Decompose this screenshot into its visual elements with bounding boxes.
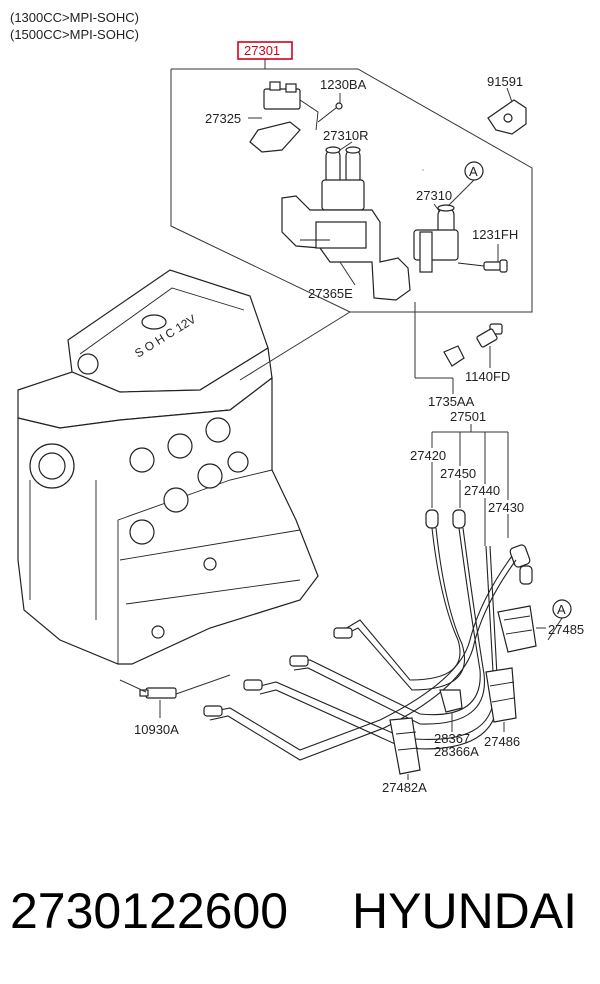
callout-27485[interactable]: 27485 bbox=[548, 622, 584, 637]
clip-27486 bbox=[485, 667, 517, 732]
callout-27486[interactable]: 27486 bbox=[484, 734, 520, 749]
bolt-1231FH bbox=[457, 244, 508, 273]
footer-part-number: 2730122600 bbox=[10, 883, 288, 939]
coil-connector-part bbox=[249, 81, 319, 153]
callout-1735AA[interactable]: 1735AA bbox=[428, 394, 475, 409]
svg-text:A: A bbox=[557, 602, 566, 617]
callout-27440[interactable]: 27440 bbox=[464, 483, 500, 498]
bracket-91591 bbox=[487, 87, 527, 135]
wire-set-27501-tree bbox=[431, 424, 509, 546]
svg-text:27301: 27301 bbox=[244, 43, 280, 58]
callout-27310R[interactable]: 27310R bbox=[323, 128, 369, 143]
callout-27420[interactable]: 27420 bbox=[410, 448, 446, 463]
callout-1231FH[interactable]: 1231FH bbox=[472, 227, 518, 242]
engine-block: S O H C 12V bbox=[17, 269, 319, 665]
callout-91591[interactable]: 91591 bbox=[487, 74, 523, 89]
footer-brand: HYUNDAI bbox=[352, 883, 577, 939]
callout-28366A[interactable]: 28366A bbox=[434, 744, 479, 759]
callout-27501[interactable]: 27501 bbox=[450, 409, 486, 424]
screw-1230BA bbox=[317, 93, 343, 123]
callout-27301[interactable]: 27301 bbox=[237, 41, 293, 60]
reference-marker-a-bottom: A bbox=[552, 599, 572, 619]
coil-assembly-outline bbox=[170, 68, 533, 313]
ignition-coil-27310R bbox=[281, 146, 411, 301]
callout-27365E[interactable]: 27365E bbox=[308, 286, 353, 301]
callout-1230BA[interactable]: 1230BA bbox=[320, 77, 367, 92]
header-line-2: (1500CC>MPI-SOHC) bbox=[10, 27, 139, 42]
callout-27430[interactable]: 27430 bbox=[488, 500, 524, 515]
callout-27450[interactable]: 27450 bbox=[440, 466, 476, 481]
callout-10930A[interactable]: 10930A bbox=[134, 722, 179, 737]
reference-marker-a-top: A bbox=[447, 161, 484, 207]
header-line-1: (1300CC>MPI-SOHC) bbox=[10, 10, 139, 25]
bolt-1140FD bbox=[476, 323, 503, 368]
spark-plug-10930A bbox=[119, 674, 231, 718]
clip-28367 bbox=[439, 689, 463, 732]
callout-1140FD[interactable]: 1140FD bbox=[465, 369, 510, 384]
sensor-1735AA bbox=[443, 345, 465, 367]
callout-27482A[interactable]: 27482A bbox=[382, 780, 427, 795]
clip-27485 bbox=[497, 605, 563, 653]
clip-27482A bbox=[389, 717, 421, 780]
callout-27310[interactable]: 27310 bbox=[416, 188, 452, 203]
callout-27325[interactable]: 27325 bbox=[205, 111, 241, 126]
callout-28367[interactable]: 28367 bbox=[434, 731, 470, 746]
svg-text:A: A bbox=[469, 164, 478, 179]
ignition-coil-27310 bbox=[413, 169, 459, 273]
